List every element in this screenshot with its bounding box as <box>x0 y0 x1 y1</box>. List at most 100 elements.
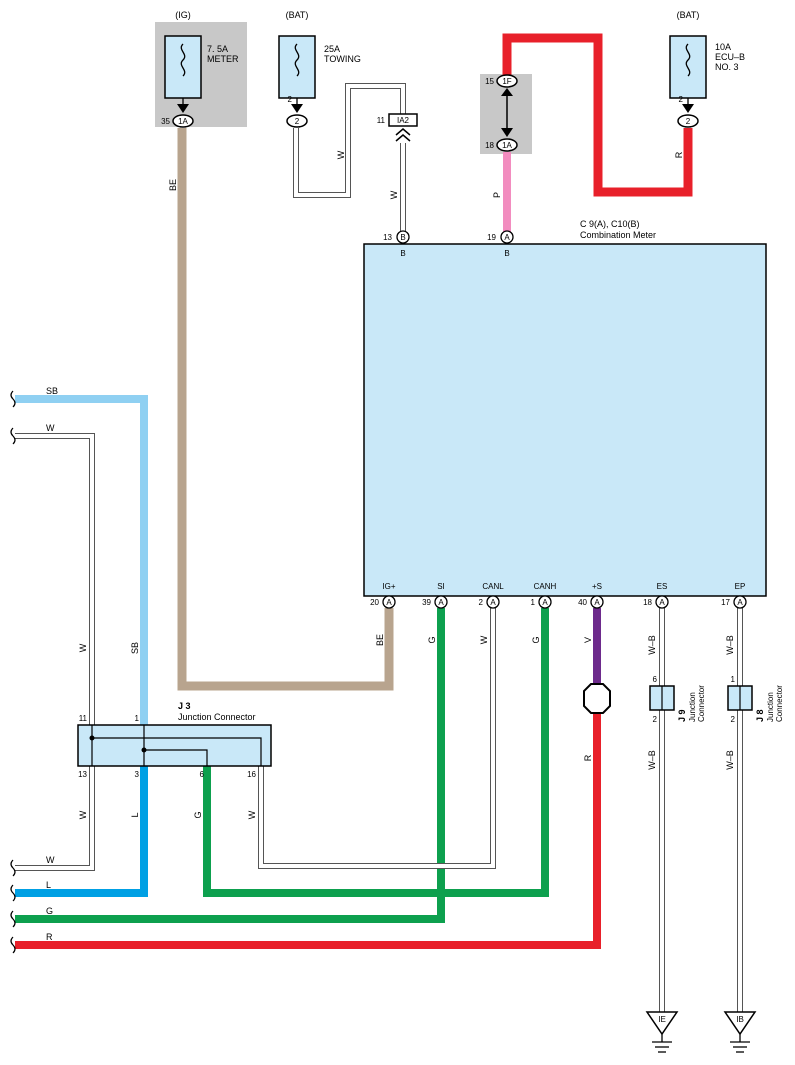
fuse-towing-pin: 2 <box>288 95 293 104</box>
svg-text:A: A <box>594 598 600 607</box>
label-w-j3: W <box>247 810 257 819</box>
meter-top-pin-13-num: 13 <box>383 233 392 242</box>
connector-1a-pin: 18 <box>485 141 494 150</box>
connector-ia2-chevron-icon <box>395 128 411 142</box>
wire-w-towing <box>293 83 406 232</box>
fuse-towing-rating: 25A <box>324 44 340 54</box>
j3-pin-16: 16 <box>247 770 256 779</box>
j9-name1: Junction <box>688 692 697 722</box>
meter-pin-canh: CANH A 1 <box>531 582 557 609</box>
j3-pin-11: 11 <box>79 714 88 723</box>
j8-name1: Junction <box>766 692 775 722</box>
fuse-meter-arrow-icon <box>177 104 189 113</box>
fuse-meter: 1A 35 (IG) 7. 5A METER <box>161 10 239 128</box>
label-w-left-bottom: W <box>78 810 88 819</box>
connector-ia2-label: IA2 <box>397 116 410 125</box>
junction-connector-j9: 6 2 J 9 Junction Connector <box>649 675 706 724</box>
wire-be <box>177 128 394 691</box>
meter-top-pin-19-num: 19 <box>487 233 496 242</box>
ground-ib-label: IB <box>736 1015 744 1024</box>
fuse-towing-source: (BAT) <box>286 10 309 20</box>
j9-pin-top: 6 <box>653 675 658 684</box>
svg-text:SI: SI <box>437 582 445 591</box>
j3-id: J 3 <box>178 701 191 711</box>
meter-pin-si: SI A 39 <box>422 582 448 609</box>
svg-text:20: 20 <box>370 598 379 607</box>
connector-1f-pin: 15 <box>485 77 494 86</box>
fuse-ecub-rating: 10A <box>715 42 731 52</box>
label-wb-ep-bottom: W–B <box>725 750 735 770</box>
svg-text:A: A <box>438 598 444 607</box>
connector-ia2-pin: 11 <box>377 116 386 125</box>
label-l-vertical: L <box>130 812 140 817</box>
meter-pin-plus-s: +S A 40 <box>578 582 604 609</box>
fuse-ecub-conn: 2 <box>686 117 691 126</box>
left-label-l: L <box>46 880 51 890</box>
fuse-meter-rating: 7. 5A <box>207 44 228 54</box>
wire-g-si <box>15 608 445 923</box>
wire-w-canl <box>258 608 496 869</box>
svg-text:18: 18 <box>643 598 652 607</box>
left-label-w-1: W <box>46 423 55 433</box>
left-label-r: R <box>46 932 53 942</box>
j3-pin-6: 6 <box>200 770 205 779</box>
label-w-canl: W <box>479 635 489 644</box>
j8-pin-top: 1 <box>731 675 736 684</box>
fuse-ecub-pin: 2 <box>679 95 684 104</box>
fuse-ecub-arrow-icon <box>682 104 694 113</box>
svg-text:A: A <box>737 598 743 607</box>
wire-l <box>15 766 148 897</box>
meter-id: C 9(A), C10(B) <box>580 219 640 229</box>
junction-connector-j8: 1 2 J 8 Junction Connector <box>727 675 784 724</box>
fuse-ecub: 2 2 (BAT) 10A ECU–B NO. 3 <box>669 10 745 128</box>
j9-id: J 9 <box>677 709 687 722</box>
j9-name2: Connector <box>697 685 706 722</box>
j8-pin-bottom: 2 <box>731 715 736 724</box>
fuse-towing-arrow-icon <box>291 104 303 113</box>
label-g-j3: G <box>193 811 203 818</box>
connector-ia2: IA2 11 <box>377 113 418 142</box>
j9-pin-bottom: 2 <box>653 715 658 724</box>
meter-pin-canl: CANL A 2 <box>479 582 504 609</box>
label-wb-es-top: W–B <box>647 635 657 655</box>
label-w-towing-1: W <box>336 150 346 159</box>
meter-name: Combination Meter <box>580 230 656 240</box>
wire-r-bottom <box>15 714 601 949</box>
j3-name: Junction Connector <box>178 712 256 722</box>
meter-pin-ep: EP A 17 <box>721 582 747 609</box>
wire-r-top <box>502 33 693 197</box>
label-w-left-top: W <box>78 643 88 652</box>
svg-text:+S: +S <box>592 582 602 591</box>
ground-ib: IB <box>723 1011 757 1053</box>
meter-pin-igplus: IG+ A 20 <box>370 582 396 609</box>
wire-g-canh <box>203 608 549 897</box>
svg-text:IG+: IG+ <box>382 582 395 591</box>
fuse-towing-conn: 2 <box>295 117 300 126</box>
svg-text:ES: ES <box>657 582 668 591</box>
svg-text:CANH: CANH <box>534 582 557 591</box>
label-sb-vertical: SB <box>130 642 140 654</box>
svg-text:39: 39 <box>422 598 431 607</box>
svg-text:40: 40 <box>578 598 587 607</box>
fuse-meter-source: (IG) <box>175 10 191 20</box>
left-label-g: G <box>46 906 53 916</box>
j3-pin-1: 1 <box>135 714 140 723</box>
fuse-meter-name: METER <box>207 54 239 64</box>
connector-1f-label: 1F <box>502 77 511 86</box>
fuse-ecub-name1: ECU–B <box>715 52 745 62</box>
j3-pin-3: 3 <box>135 770 140 779</box>
fuse-towing-name: TOWING <box>324 54 361 64</box>
label-g-si: G <box>427 636 437 643</box>
label-wb-ep-top: W–B <box>725 635 735 655</box>
svg-text:2: 2 <box>479 598 484 607</box>
svg-text:A: A <box>542 598 548 607</box>
j8-id: J 8 <box>755 709 765 722</box>
j8-name2: Connector <box>775 685 784 722</box>
j3-pin-13: 13 <box>78 770 87 779</box>
connector-1a-arrow-icon <box>501 128 513 137</box>
svg-text:A: A <box>490 598 496 607</box>
combination-meter: C 9(A), C10(B) Combination Meter B 13 B … <box>363 219 767 609</box>
wire-break-marks <box>10 390 16 954</box>
ground-ie-label: IE <box>658 1015 666 1024</box>
label-w-towing-2: W <box>389 190 399 199</box>
